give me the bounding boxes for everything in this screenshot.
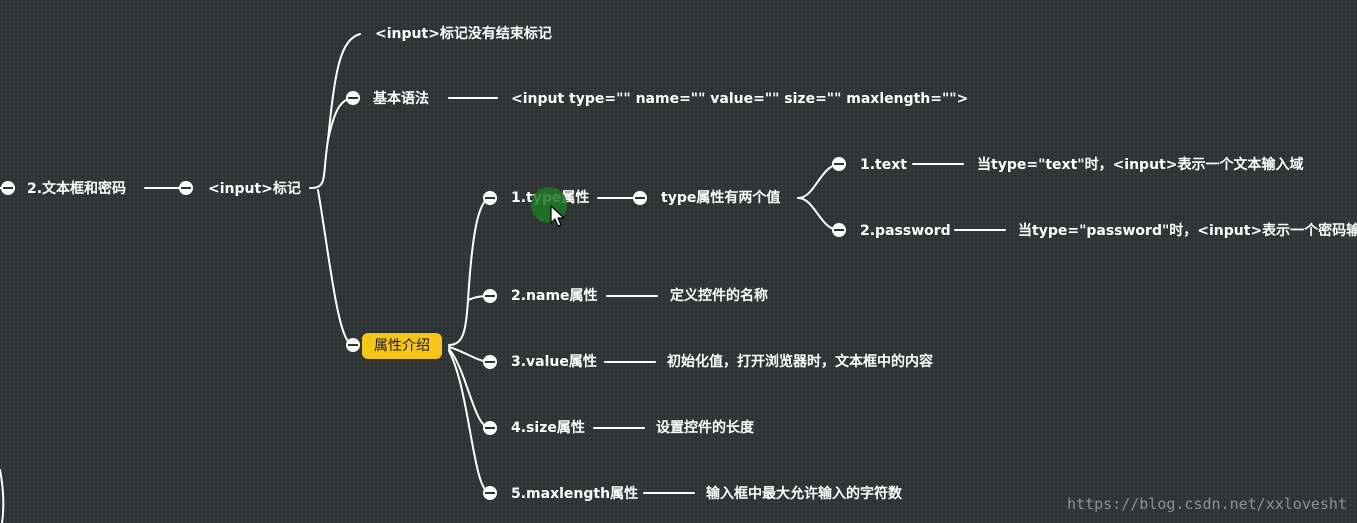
collapse-type-two-values-icon[interactable] xyxy=(633,191,647,205)
collapse-maxlength-attribute-icon[interactable] xyxy=(483,486,497,500)
edge-two-text xyxy=(797,163,840,199)
collapse-size-attribute-icon[interactable] xyxy=(483,421,497,435)
node-type-text-description[interactable]: 当type="text"时，<input>表示一个文本输入域 xyxy=(977,157,1304,173)
watermark: https://blog.csdn.net/xxlovesht xyxy=(1067,495,1347,513)
node-syntax-value[interactable]: <input type="" name="" value="" size="" … xyxy=(511,91,969,107)
edge-left-offscreen xyxy=(0,469,5,523)
collapse-attributes-intro-icon[interactable] xyxy=(346,338,360,352)
edge-attrs-maxlength xyxy=(448,350,491,494)
node-maxlength-description[interactable]: 输入框中最大允许输入的字符数 xyxy=(706,486,902,502)
edge-input-no-end xyxy=(327,33,361,141)
node-type-text[interactable]: 1.text xyxy=(860,157,907,173)
collapse-name-attribute-icon[interactable] xyxy=(483,289,497,303)
collapse-value-attribute-icon[interactable] xyxy=(483,355,497,369)
node-type-password-description[interactable]: 当type="password"时，<input>表示一个密码输入域 xyxy=(1018,223,1357,239)
collapse-root-icon[interactable] xyxy=(1,181,15,195)
node-basic-syntax[interactable]: 基本语法 xyxy=(373,91,429,107)
node-value-description[interactable]: 初始化值，打开浏览器时，文本框中的内容 xyxy=(667,354,933,370)
node-type-two-values[interactable]: type属性有两个值 xyxy=(661,190,781,206)
node-size-attribute[interactable]: 4.size属性 xyxy=(511,420,585,436)
collapse-input-tag-icon[interactable] xyxy=(179,181,193,195)
node-size-description[interactable]: 设置控件的长度 xyxy=(656,420,754,436)
node-root[interactable]: 2.文本框和密码 xyxy=(27,181,127,197)
collapse-type-text-icon[interactable] xyxy=(832,157,846,171)
collapse-basic-syntax-icon[interactable] xyxy=(346,91,360,105)
mouse-pointer-icon xyxy=(550,205,565,227)
edge-attrs-trunk xyxy=(448,299,469,346)
collapse-type-password-icon[interactable] xyxy=(832,223,846,237)
node-name-attribute[interactable]: 2.name属性 xyxy=(511,288,598,304)
edge-input-attrs xyxy=(317,189,354,346)
edge-input-trunk xyxy=(309,139,329,189)
node-input-tag[interactable]: <input>标记 xyxy=(208,181,301,197)
node-no-end-tag[interactable]: <input>标记没有结束标记 xyxy=(375,26,552,42)
node-maxlength-attribute[interactable]: 5.maxlength属性 xyxy=(511,486,639,502)
node-name-description[interactable]: 定义控件的名称 xyxy=(670,288,768,304)
edge-attrs-type xyxy=(467,197,491,301)
collapse-type-attribute-icon[interactable] xyxy=(483,191,497,205)
node-type-password[interactable]: 2.password xyxy=(860,223,951,239)
node-value-attribute[interactable]: 3.value属性 xyxy=(511,354,597,370)
node-attributes-intro[interactable]: 属性介绍 xyxy=(362,333,442,359)
